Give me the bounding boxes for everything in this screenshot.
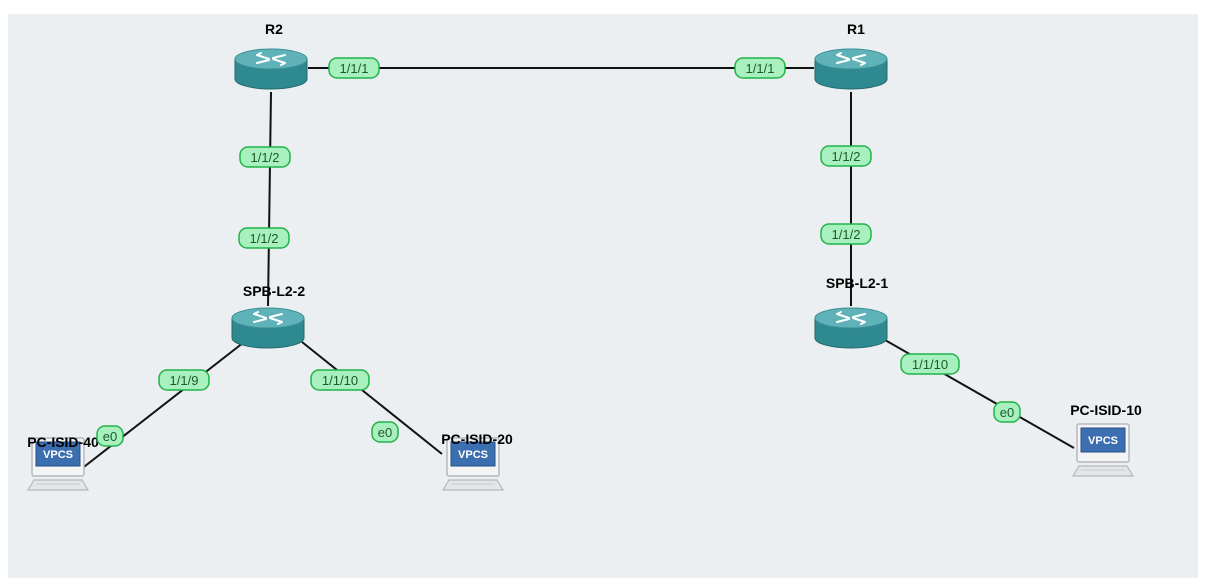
- node-pc10[interactable]: VPCS PC-ISID-10: [1070, 402, 1142, 477]
- vpcs-badge: VPCS: [43, 449, 73, 461]
- vpcs-pc-icon: VPCS: [1071, 423, 1135, 477]
- port-label-spb1-to-r1: 1/1/2: [820, 223, 872, 245]
- vpcs-pc-icon: VPCS: [441, 437, 505, 491]
- port-label-spb2-to-pc40: 1/1/9: [158, 369, 210, 391]
- vpcs-pc-icon: VPCS: [26, 437, 90, 491]
- port-label-pc40-to-spb2: e0: [96, 425, 124, 447]
- link-spb2-pc40[interactable]: [79, 338, 249, 471]
- svg-text:1/1/9: 1/1/9: [170, 373, 199, 388]
- port-label-r2-to-spb2: 1/1/2: [239, 146, 291, 168]
- port-label-spb2-to-pc20: 1/1/10: [310, 369, 370, 391]
- node-label-spb1: SPB-L2-1: [826, 275, 888, 291]
- port-label-spb2-to-r2: 1/1/2: [238, 227, 290, 249]
- port-label-r1-to-r2: 1/1/1: [734, 57, 786, 79]
- node-label-pc20: PC-ISID-20: [441, 431, 513, 447]
- router-icon: [814, 307, 888, 349]
- router-icon: [234, 48, 308, 90]
- node-label-r2: R2: [265, 21, 283, 37]
- router-icon: [814, 48, 888, 90]
- port-label-spb1-to-pc10: 1/1/10: [900, 353, 960, 375]
- svg-text:1/1/1: 1/1/1: [746, 61, 775, 76]
- link-spb2-pc20[interactable]: [301, 341, 443, 455]
- port-label-pc20-to-spb2: e0: [371, 421, 399, 443]
- link-spb1-pc10[interactable]: [877, 335, 1075, 449]
- svg-text:1/1/2: 1/1/2: [250, 231, 279, 246]
- svg-text:1/1/10: 1/1/10: [322, 373, 358, 388]
- svg-text:e0: e0: [378, 425, 392, 440]
- node-spb1[interactable]: SPB-L2-1: [814, 275, 888, 349]
- port-label-r2-to-r1: 1/1/1: [328, 57, 380, 79]
- svg-text:1/1/2: 1/1/2: [832, 227, 861, 242]
- link-r2-spb2[interactable]: [267, 91, 272, 307]
- router-icon: [231, 307, 305, 349]
- node-label-r1: R1: [847, 21, 865, 37]
- node-label-spb2: SPB-L2-2: [243, 283, 305, 299]
- svg-text:1/1/10: 1/1/10: [912, 357, 948, 372]
- svg-text:1/1/2: 1/1/2: [832, 149, 861, 164]
- node-label-pc10: PC-ISID-10: [1070, 402, 1142, 418]
- node-spb2[interactable]: SPB-L2-2: [231, 283, 305, 349]
- node-pc20[interactable]: VPCS PC-ISID-20: [441, 431, 513, 491]
- port-label-r1-to-spb1: 1/1/2: [820, 145, 872, 167]
- svg-text:1/1/2: 1/1/2: [251, 150, 280, 165]
- vpcs-badge: VPCS: [1088, 435, 1118, 447]
- vpcs-badge: VPCS: [458, 449, 488, 461]
- node-r2[interactable]: R2: [234, 21, 308, 90]
- svg-text:e0: e0: [1000, 405, 1014, 420]
- node-label-pc40: PC-ISID-40: [27, 434, 99, 450]
- port-label-pc10-to-spb1: e0: [993, 401, 1021, 423]
- node-r1[interactable]: R1: [814, 21, 888, 90]
- svg-text:e0: e0: [103, 429, 117, 444]
- svg-text:1/1/1: 1/1/1: [340, 61, 369, 76]
